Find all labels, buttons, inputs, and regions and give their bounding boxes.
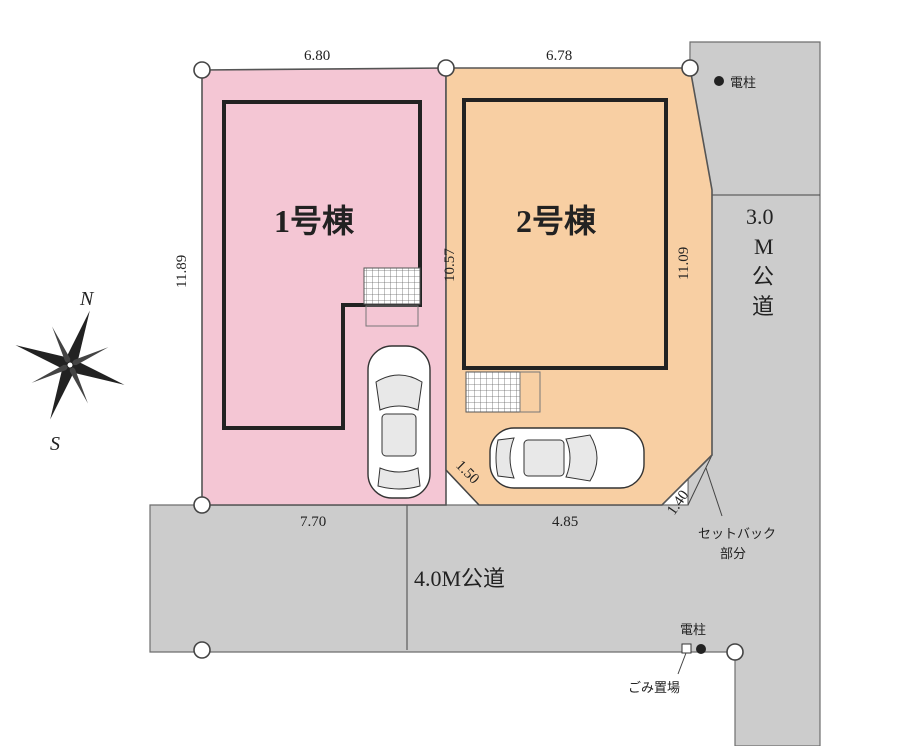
dim-top-right: 6.78: [546, 48, 572, 64]
compass-star-icon: [15, 310, 125, 420]
utility-pole-top: 電柱: [714, 76, 756, 91]
dim-left-side: 11.89: [174, 255, 190, 288]
building-1-outline: [222, 100, 422, 430]
pole-bottom-label: 電柱: [680, 623, 706, 638]
dim-right-side: 11.09: [676, 247, 692, 280]
compass-south: S: [50, 433, 60, 455]
garbage-label: ごみ置場: [628, 680, 680, 696]
dim-bottom-right: 4.85: [552, 514, 578, 530]
compass-north: N: [79, 288, 95, 310]
south-road-label: 4.0M公道: [414, 566, 505, 591]
pole-top-dot-icon: [714, 76, 724, 86]
car-lot-1: [367, 345, 431, 499]
building-2-entrance-tiles: [465, 371, 521, 413]
setback-label-line-2: 部分: [720, 547, 746, 562]
compass-rose: N S: [15, 288, 125, 455]
building-2-step: [519, 371, 541, 413]
building-2-label: 2号棟: [516, 203, 597, 239]
building-1-entrance-tiles: [363, 267, 421, 305]
dim-bottom-left: 7.70: [300, 514, 326, 530]
car-lot-2: [489, 427, 645, 489]
boundary-markers: [193, 59, 744, 661]
setback-note: セットバック 部分: [698, 467, 776, 562]
utility-pole-bottom: 電柱 ごみ置場: [628, 623, 706, 696]
dim-top-left: 6.80: [304, 48, 330, 64]
corner-cut-line: [445, 469, 480, 506]
dim-middle-divider: 10.57: [442, 248, 458, 282]
east-road-width: 3.0: [746, 204, 774, 229]
pole-top-label: 電柱: [730, 76, 756, 91]
pole-bottom-dot-icon: [696, 644, 706, 654]
east-road-char-2: 道: [752, 294, 774, 319]
building-1-label: 1号棟: [274, 203, 355, 239]
garbage-box-icon: [681, 643, 692, 654]
east-road-char-1: 公: [752, 264, 774, 289]
building-1-step: [365, 305, 419, 327]
east-road-unit: M: [754, 234, 774, 259]
east-road-label: 3.0 M 公 道: [746, 204, 774, 319]
setback-label-line-1: セットバック: [698, 527, 776, 542]
building-2-outline: [462, 98, 668, 370]
